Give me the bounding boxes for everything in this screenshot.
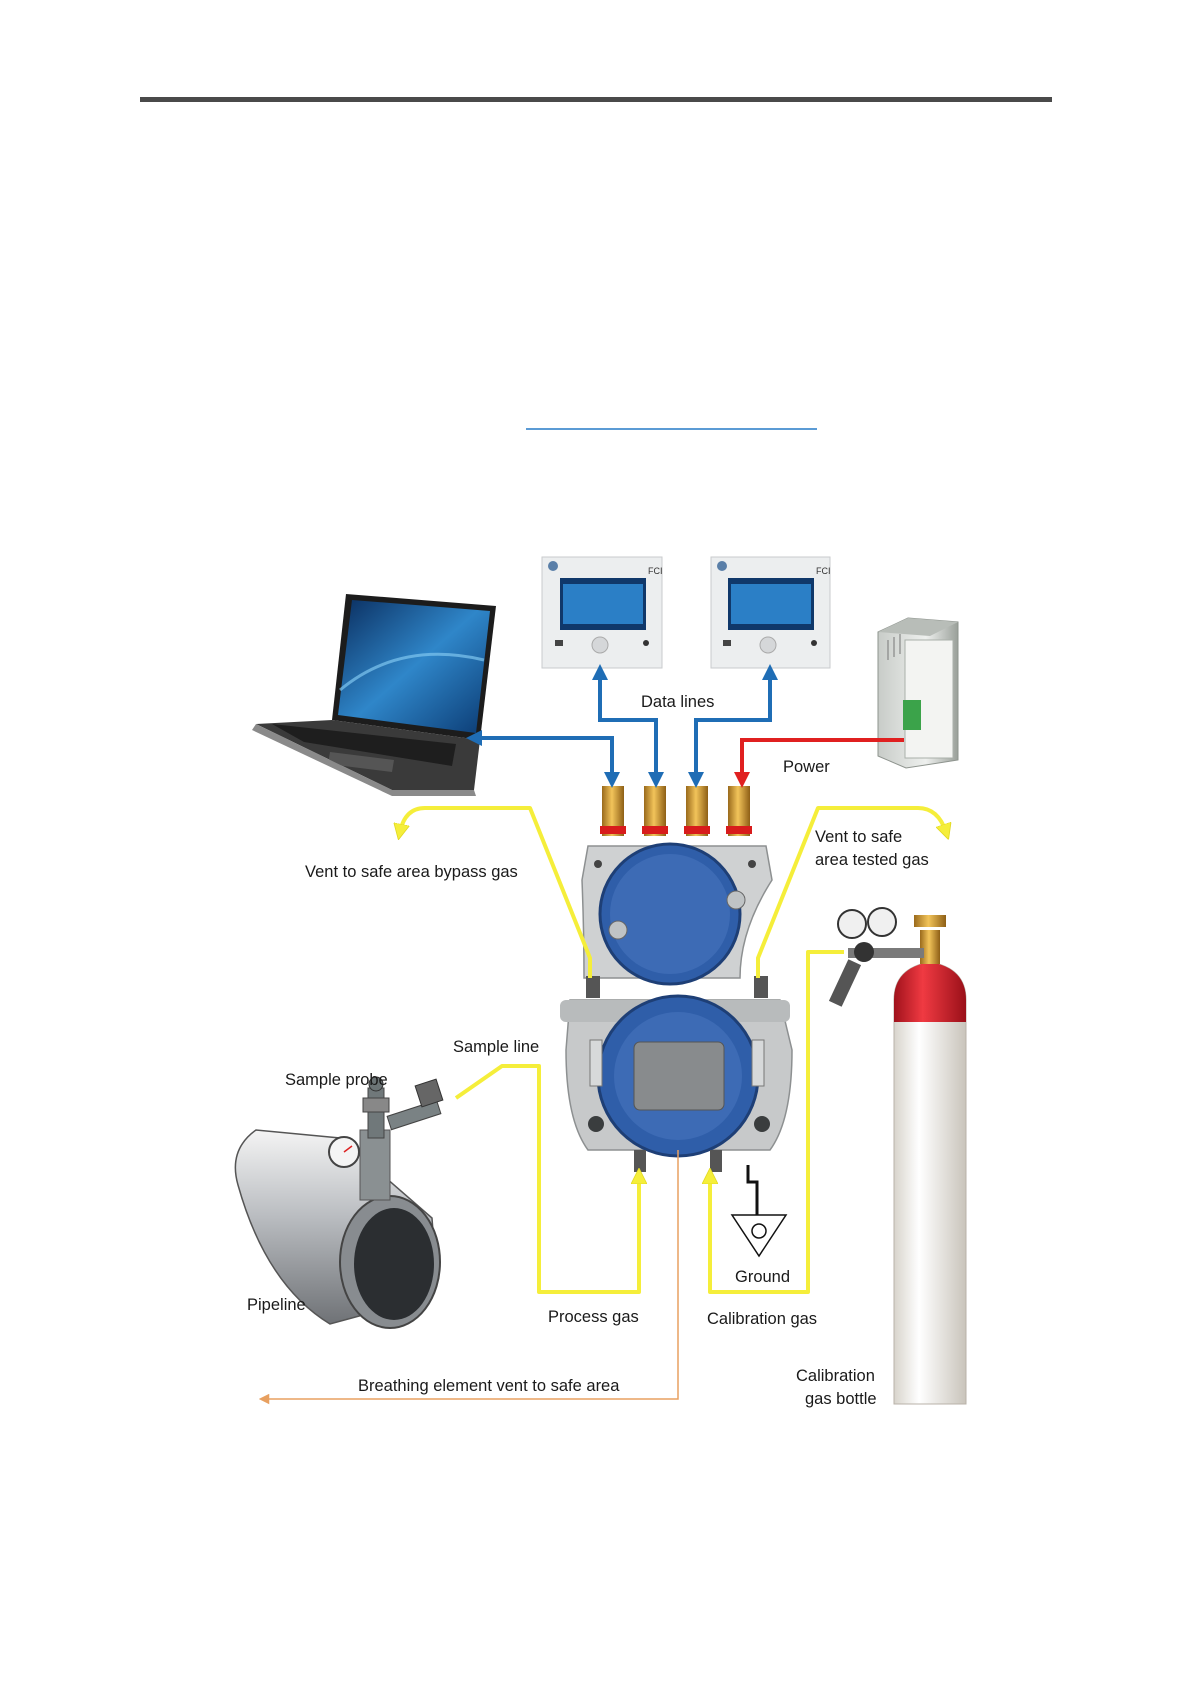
data-line-fc-right bbox=[696, 672, 770, 780]
data-line-laptop bbox=[474, 738, 612, 780]
flow-computer-left: FCI bbox=[542, 557, 663, 668]
label-breathing-vent: Breathing element vent to safe area bbox=[358, 1377, 620, 1395]
label-power: Power bbox=[783, 758, 830, 776]
laptop-image bbox=[252, 594, 496, 796]
calibration-bottle-image bbox=[829, 908, 966, 1404]
fci-label-right: FCI bbox=[816, 566, 831, 576]
label-cal-bottle-2: gas bottle bbox=[805, 1390, 877, 1408]
label-cal-bottle-1: Calibration bbox=[796, 1367, 875, 1385]
cable-glands bbox=[600, 786, 752, 836]
label-ground: Ground bbox=[735, 1268, 790, 1286]
flow-computer-right: FCI bbox=[711, 557, 831, 668]
data-lines bbox=[474, 672, 770, 780]
label-process-gas: Process gas bbox=[548, 1308, 639, 1326]
label-vent-tested-1: Vent to safe bbox=[815, 828, 902, 846]
label-vent-bypass: Vent to safe area bypass gas bbox=[305, 863, 518, 881]
label-data-lines: Data lines bbox=[641, 693, 714, 711]
analyzer-image bbox=[560, 844, 792, 1172]
label-calibration-gas: Calibration gas bbox=[707, 1310, 817, 1328]
bypass-vent-line bbox=[400, 808, 590, 978]
label-sample-probe: Sample probe bbox=[285, 1071, 388, 1089]
data-line-fc-left bbox=[600, 672, 656, 780]
label-vent-tested-2: area tested gas bbox=[815, 851, 929, 869]
power-supply-image bbox=[878, 618, 958, 768]
label-sample-line: Sample line bbox=[453, 1038, 539, 1056]
fci-label-left: FCI bbox=[648, 566, 663, 576]
ground-symbol bbox=[732, 1165, 786, 1256]
label-pipeline: Pipeline bbox=[247, 1296, 306, 1314]
